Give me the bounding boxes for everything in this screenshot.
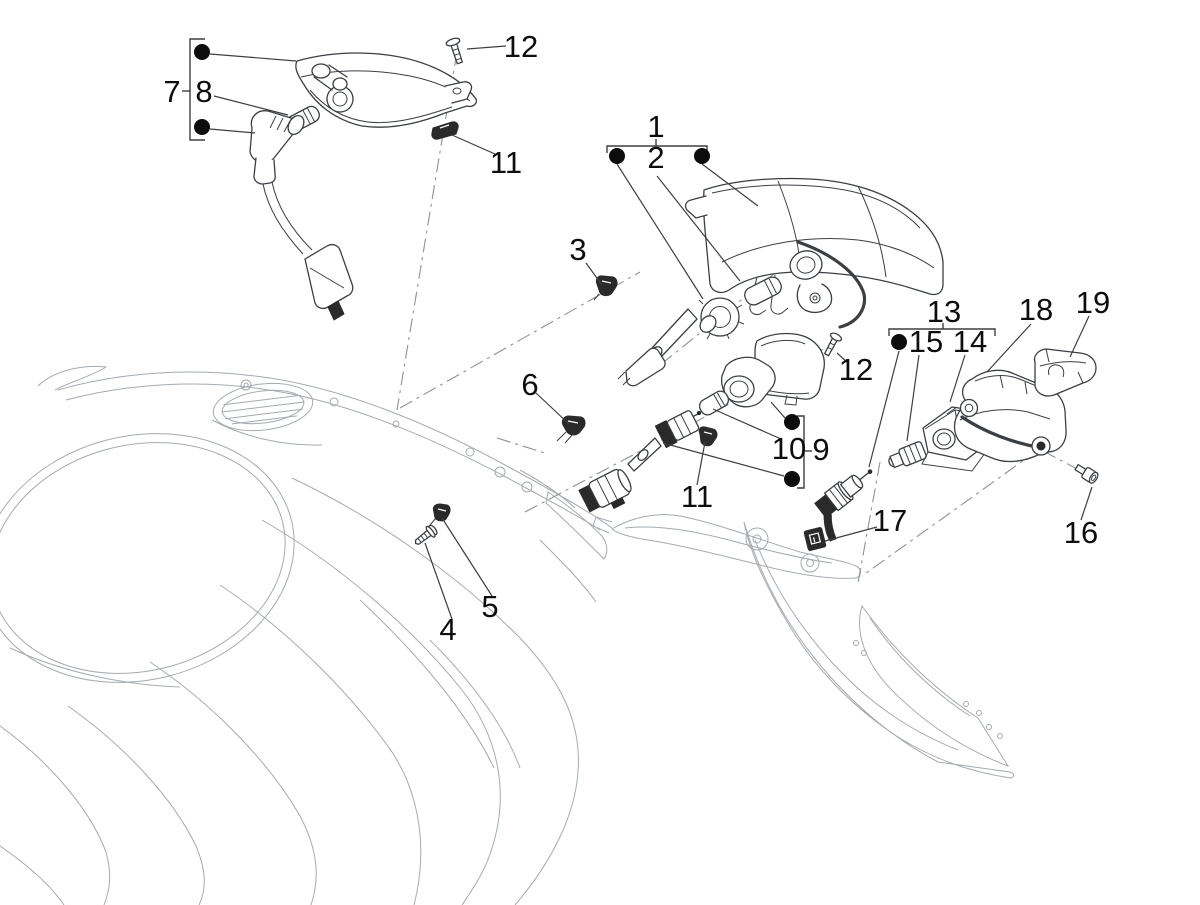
body-clip [429,503,451,526]
left-turn-signal-group [249,37,478,321]
leader-lines [209,45,1093,620]
callout-2: 2 [647,140,664,175]
callout-15: 15 [909,324,943,359]
plate-light-bulb-holder [814,469,873,542]
tail-light-screw [824,332,843,357]
rear-signal-bulb [698,390,730,416]
callout-7: 7 [163,74,180,109]
callout-19: 19 [1076,285,1110,320]
callout-10: 10 [772,431,806,466]
callout-labels: 1 2 3 4 5 6 7 8 9 10 11 11 12 12 13 14 1… [163,29,1110,647]
bracket-screw [1074,463,1099,484]
callout-1: 1 [647,109,664,144]
harness-clip [593,275,618,301]
tail-light-lens [684,177,944,329]
harness-clip-6 [556,415,586,444]
body-screw [414,524,438,545]
tail-light-bulb [744,276,782,306]
vent-grille [212,382,314,432]
plate-light-bulb [888,441,927,469]
callout-12-mid: 12 [839,352,873,387]
tail-light-bulb-socket [617,297,745,387]
callout-11-mid: 11 [681,479,713,514]
rear-fender-wireframe [592,514,1014,779]
turn-signal-lens [295,52,478,128]
plate-light-lens [1033,348,1097,397]
callout-6: 6 [521,367,538,402]
callout-4: 4 [439,612,456,647]
callout-8: 8 [195,74,212,109]
rear-turn-signal-group [556,332,825,513]
callout-3: 3 [569,232,586,267]
callout-18: 18 [1019,292,1053,327]
body-fasteners-group [414,503,451,545]
lens-clip [431,121,459,140]
bullet-markers [194,44,907,487]
callout-14: 14 [953,324,987,359]
plate-light-bracket [953,369,1067,463]
tail-light-group [593,177,944,387]
callout-11-top: 11 [490,145,522,180]
callout-13: 13 [927,294,961,329]
callout-9: 9 [812,432,829,467]
callouts: 1 2 3 4 5 6 7 8 9 10 11 11 12 12 13 14 1… [163,29,1110,647]
callout-17: 17 [873,503,907,538]
callout-brackets [182,38,996,489]
underseat-bucket-rim [0,433,295,683]
rear-signal-housing [720,356,776,408]
fender-clip [803,527,827,551]
callout-16: 16 [1064,515,1098,550]
license-plate-light-group [803,348,1099,551]
lens-screw [445,37,463,65]
turn-signal-bulb-holder [249,110,354,321]
callout-12-top: 12 [504,29,538,64]
rear-signal-bulb-holder [578,410,702,513]
rear-signal-clip [698,426,718,447]
callout-5: 5 [481,589,498,624]
scooter-body-wireframe [0,365,613,905]
